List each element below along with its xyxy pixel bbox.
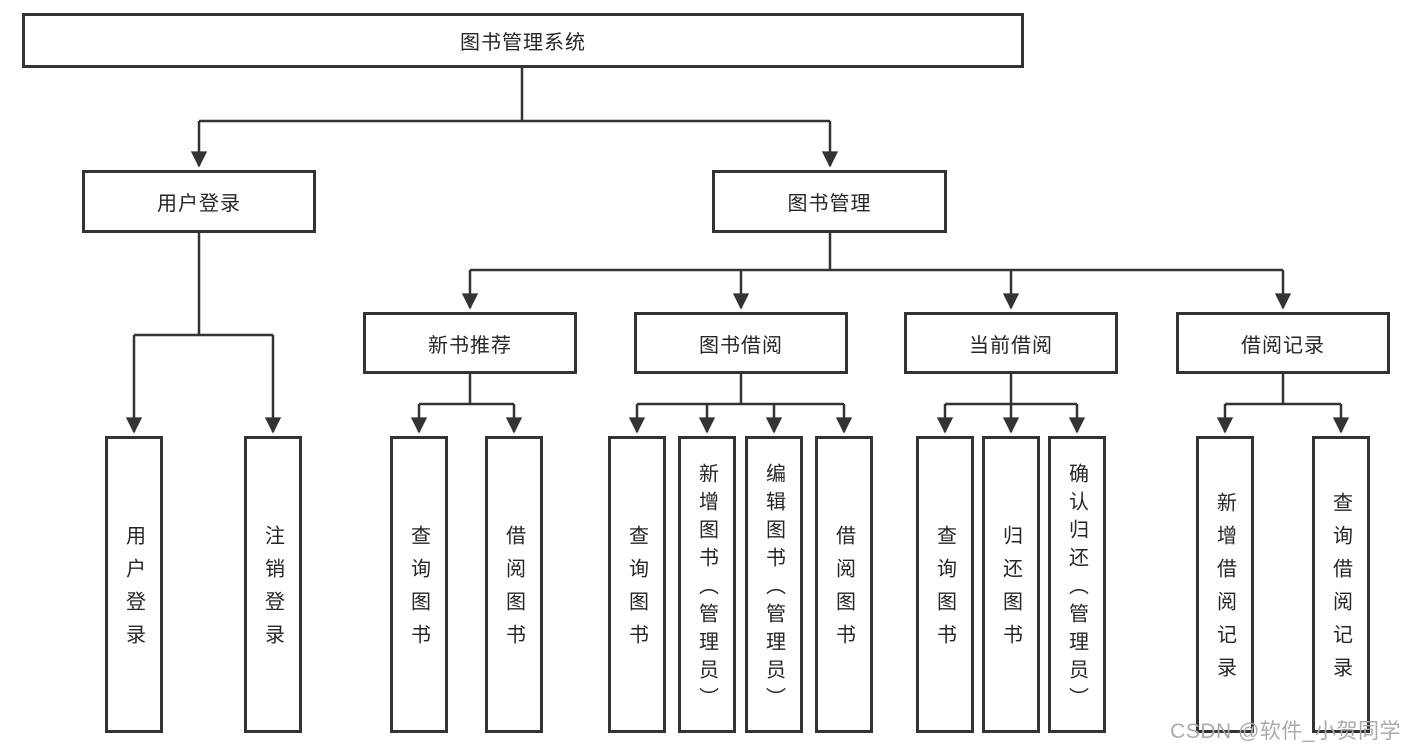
leaf-query-borrow-record: 查询借阅记录 <box>1312 436 1370 733</box>
leaf-add-books-admin: 新增图书（管理员） <box>678 436 736 733</box>
leaf-label: 查询图书 <box>933 525 956 657</box>
leaf-logout: 注销登录 <box>244 436 302 733</box>
leaf-query-books-recommend: 查询图书 <box>390 436 448 733</box>
leaf-label: 用户登录 <box>122 525 145 657</box>
csdn-watermark: CSDN @软件_小贺同学 <box>1170 720 1401 743</box>
leaf-label: 借阅图书 <box>502 525 525 657</box>
leaf-borrow-books-recommend: 借阅图书 <box>485 436 543 733</box>
leaf-label: 查询图书 <box>625 525 648 657</box>
node-current-borrow: 当前借阅 <box>904 312 1118 374</box>
node-library-management-system: 图书管理系统 <box>22 13 1024 68</box>
leaf-add-borrow-record: 新增借阅记录 <box>1196 436 1254 733</box>
leaf-label: 借阅图书 <box>832 525 855 657</box>
leaf-confirm-return-admin: 确认归还（管理员） <box>1048 436 1106 733</box>
node-book-borrow: 图书借阅 <box>634 312 848 374</box>
leaf-borrow-books: 借阅图书 <box>815 436 873 733</box>
leaf-label: 归还图书 <box>999 525 1022 657</box>
leaf-label: 注销登录 <box>261 525 284 657</box>
leaf-label: 查询图书 <box>407 525 430 657</box>
leaf-query-books-current: 查询图书 <box>916 436 974 733</box>
leaf-return-books: 归还图书 <box>982 436 1040 733</box>
leaf-label: 查询借阅记录 <box>1329 492 1352 690</box>
leaf-label: 新增借阅记录 <box>1213 492 1236 690</box>
leaf-label: 编辑图书（管理员） <box>762 462 785 715</box>
leaf-label: 新增图书（管理员） <box>695 462 718 715</box>
leaf-label: 确认归还（管理员） <box>1065 462 1088 715</box>
leaf-user-login: 用户登录 <box>105 436 163 733</box>
node-user-login-group: 用户登录 <box>82 170 316 233</box>
node-borrow-records: 借阅记录 <box>1176 312 1390 374</box>
leaf-query-books-borrow: 查询图书 <box>608 436 666 733</box>
node-book-management: 图书管理 <box>712 170 947 233</box>
leaf-edit-books-admin: 编辑图书（管理员） <box>745 436 803 733</box>
node-new-book-recommend: 新书推荐 <box>363 312 577 374</box>
